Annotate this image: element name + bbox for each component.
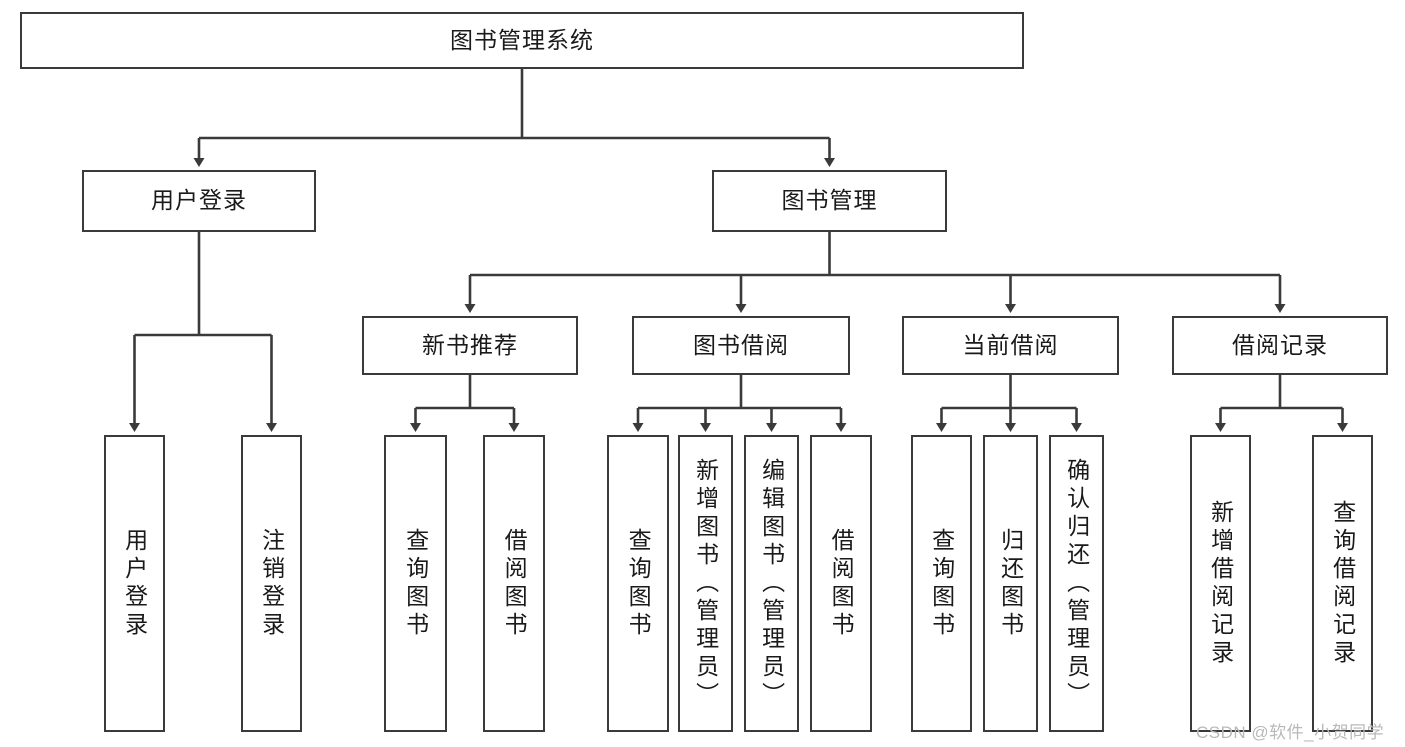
node-current-borrow[interactable]: 当前借阅 [902,316,1119,375]
leaf-query-book-current[interactable]: 查询图书 [911,435,972,732]
leaf-confirm-return-admin[interactable]: 确认归还（管理员） [1049,435,1104,732]
node-book-borrow[interactable]: 图书借阅 [632,316,850,375]
node-label: 编辑图书（管理员） [758,457,785,710]
node-label: 用户登录 [151,187,247,214]
leaf-query-book-borrow[interactable]: 查询图书 [607,435,669,732]
node-new-book-recommend[interactable]: 新书推荐 [362,316,578,375]
node-label: 借阅记录 [1232,331,1328,358]
node-label: 归还图书 [997,527,1024,640]
node-book-management[interactable]: 图书管理 [712,170,947,232]
node-label: 查询借阅记录 [1329,499,1356,668]
node-label: 注销登录 [258,527,285,640]
node-label: 图书管理系统 [450,26,594,53]
leaf-add-borrow-record[interactable]: 新增借阅记录 [1190,435,1251,732]
leaf-return-book[interactable]: 归还图书 [983,435,1038,732]
node-label: 用户登录 [121,527,148,640]
node-root[interactable]: 图书管理系统 [20,12,1024,69]
node-label: 借阅图书 [501,527,528,640]
node-label: 新增借阅记录 [1207,499,1234,668]
leaf-borrow-book-recommend[interactable]: 借阅图书 [483,435,545,732]
leaf-edit-book-admin[interactable]: 编辑图书（管理员） [744,435,799,732]
node-label: 借阅图书 [828,527,855,640]
leaf-borrow-book[interactable]: 借阅图书 [810,435,872,732]
node-label: 图书借阅 [693,331,789,358]
node-label: 当前借阅 [962,331,1059,358]
node-label: 新书推荐 [422,331,518,358]
node-label: 查询图书 [402,527,429,640]
leaf-user-login[interactable]: 用户登录 [104,435,165,732]
leaf-query-book-recommend[interactable]: 查询图书 [384,435,447,732]
node-label: 查询图书 [625,527,652,640]
node-label: 确认归还（管理员） [1063,457,1090,710]
node-label: 查询图书 [928,527,955,640]
csdn-watermark: CSDN @软件_小贺同学 [1196,723,1385,742]
node-label: 图书管理 [781,187,878,214]
node-label: 新增图书（管理员） [692,457,719,710]
leaf-query-borrow-record[interactable]: 查询借阅记录 [1312,435,1373,732]
leaf-add-book-admin[interactable]: 新增图书（管理员） [678,435,733,732]
leaf-logout[interactable]: 注销登录 [241,435,302,732]
node-borrow-record[interactable]: 借阅记录 [1172,316,1388,375]
node-user-login[interactable]: 用户登录 [82,170,316,232]
